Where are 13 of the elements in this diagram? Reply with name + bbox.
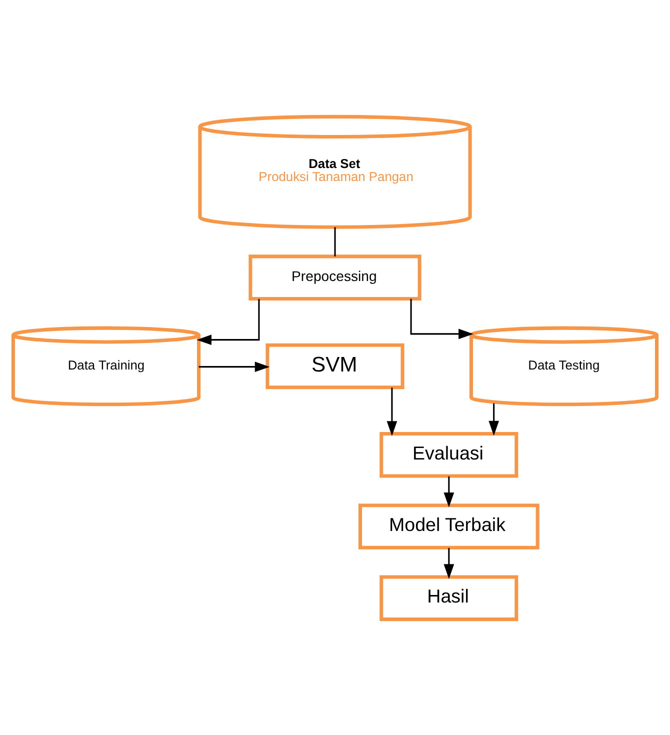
arrow: [196, 298, 260, 344]
arrow: [444, 548, 454, 578]
node-box: Prepocessing: [248, 254, 422, 300]
arrow: [386, 387, 398, 436]
node-box: SVM: [266, 342, 404, 389]
node-box: Evaluasi: [380, 432, 518, 478]
arrow: [410, 298, 474, 339]
arrow: [488, 402, 499, 436]
arrow: [198, 361, 270, 372]
node-box: Model Terbaik: [358, 503, 540, 549]
connector: [334, 226, 336, 256]
arrow: [444, 476, 454, 507]
node-box: Hasil: [380, 574, 518, 621]
